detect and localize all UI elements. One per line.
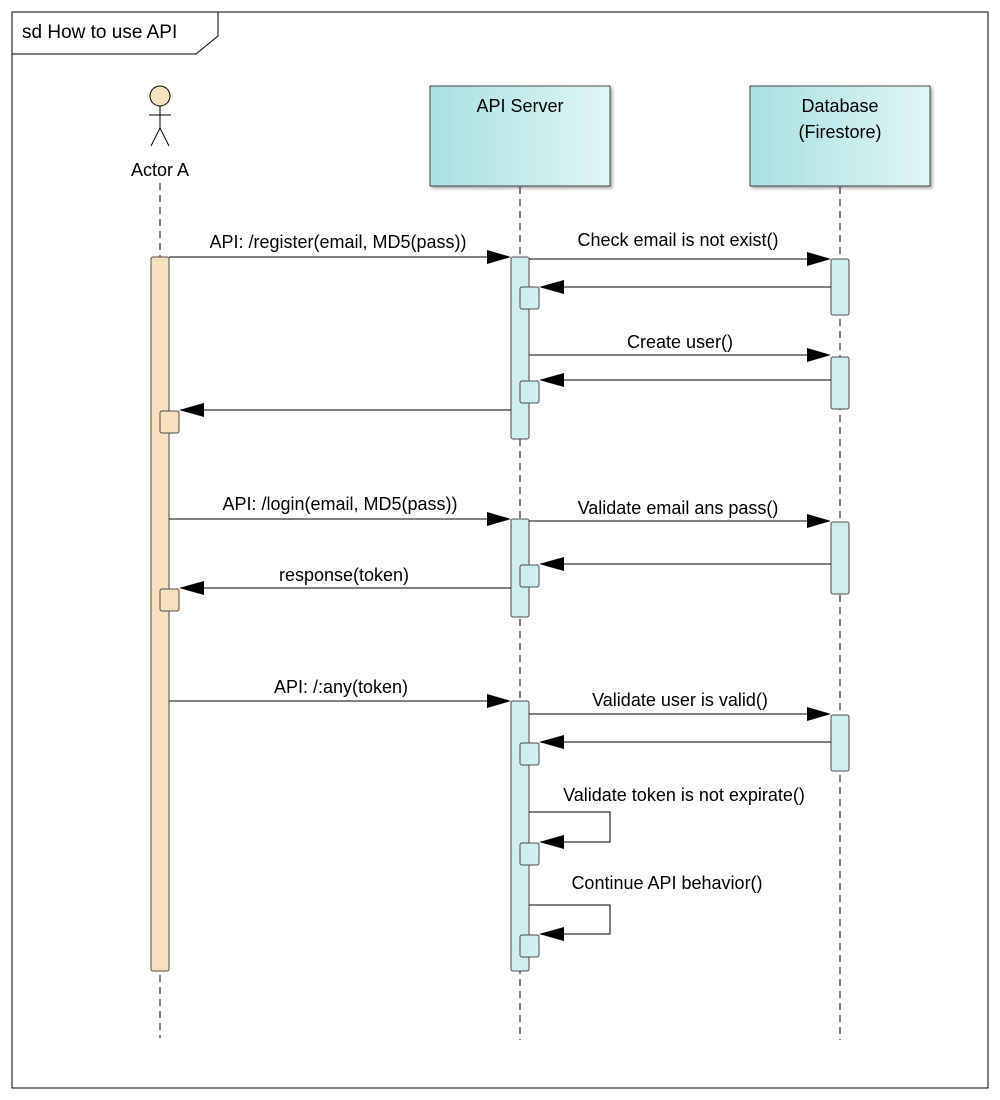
api-return-box [519,380,540,404]
db-activation-user [830,714,850,772]
database-label-line1: Database [801,96,878,116]
actor-return-box [159,588,180,612]
message-label: Validate user is valid() [592,690,768,710]
api-return-box [519,742,540,766]
api-activation-any [510,700,530,972]
db-activation-validate [830,521,850,595]
message-label: Continue API behavior() [571,873,762,893]
api-activation-register [510,256,530,440]
participant-actor-a: Actor A [131,85,189,180]
api-server-label: API Server [476,96,563,116]
message-label: response(token) [279,565,409,585]
database-label-line2: (Firestore) [798,122,881,142]
message-label: Check email is not exist() [577,230,778,250]
message-label: API: /login(email, MD5(pass)) [222,494,457,514]
db-activation-check [830,258,850,316]
activations [150,256,850,972]
actor-return-box [159,410,180,434]
message-return-actor [179,403,511,417]
message-label: API: /:any(token) [274,677,408,697]
message-validate-email: Validate email ans pass() [529,498,831,528]
stick-figure-icon [149,85,171,147]
message-return [539,280,831,294]
diagram-frame: sd How to use API [11,11,989,1089]
api-return-box [519,934,540,958]
frame-title: sd How to use API [22,22,177,43]
message-register: API: /register(email, MD5(pass)) [169,232,511,264]
participant-database: Database (Firestore) [749,85,931,187]
messages: API: /register(email, MD5(pass)) Check e… [169,230,831,941]
db-activation-create [830,356,850,410]
api-return-box [519,842,540,866]
message-return [539,373,831,387]
message-validate-user: Validate user is valid() [529,690,831,721]
message-label: API: /register(email, MD5(pass)) [209,232,466,252]
actor-label: Actor A [131,160,189,180]
message-label: Create user() [627,332,733,352]
message-create-user: Create user() [529,332,831,362]
message-label: Validate token is not expirate() [563,785,805,805]
message-any: API: /:any(token) [169,677,511,708]
api-return-box [519,564,540,588]
message-response-token: response(token) [179,565,511,595]
api-return-box [519,286,540,310]
message-validate-token: Validate token is not expirate() [529,785,805,849]
message-check-email: Check email is not exist() [529,230,831,266]
message-return [539,735,831,749]
message-label: Validate email ans pass() [578,498,779,518]
message-return [539,557,831,571]
message-continue-behavior: Continue API behavior() [529,873,763,941]
message-login: API: /login(email, MD5(pass)) [169,494,511,526]
participant-api-server: API Server [429,85,611,187]
actor-activation [150,256,170,972]
